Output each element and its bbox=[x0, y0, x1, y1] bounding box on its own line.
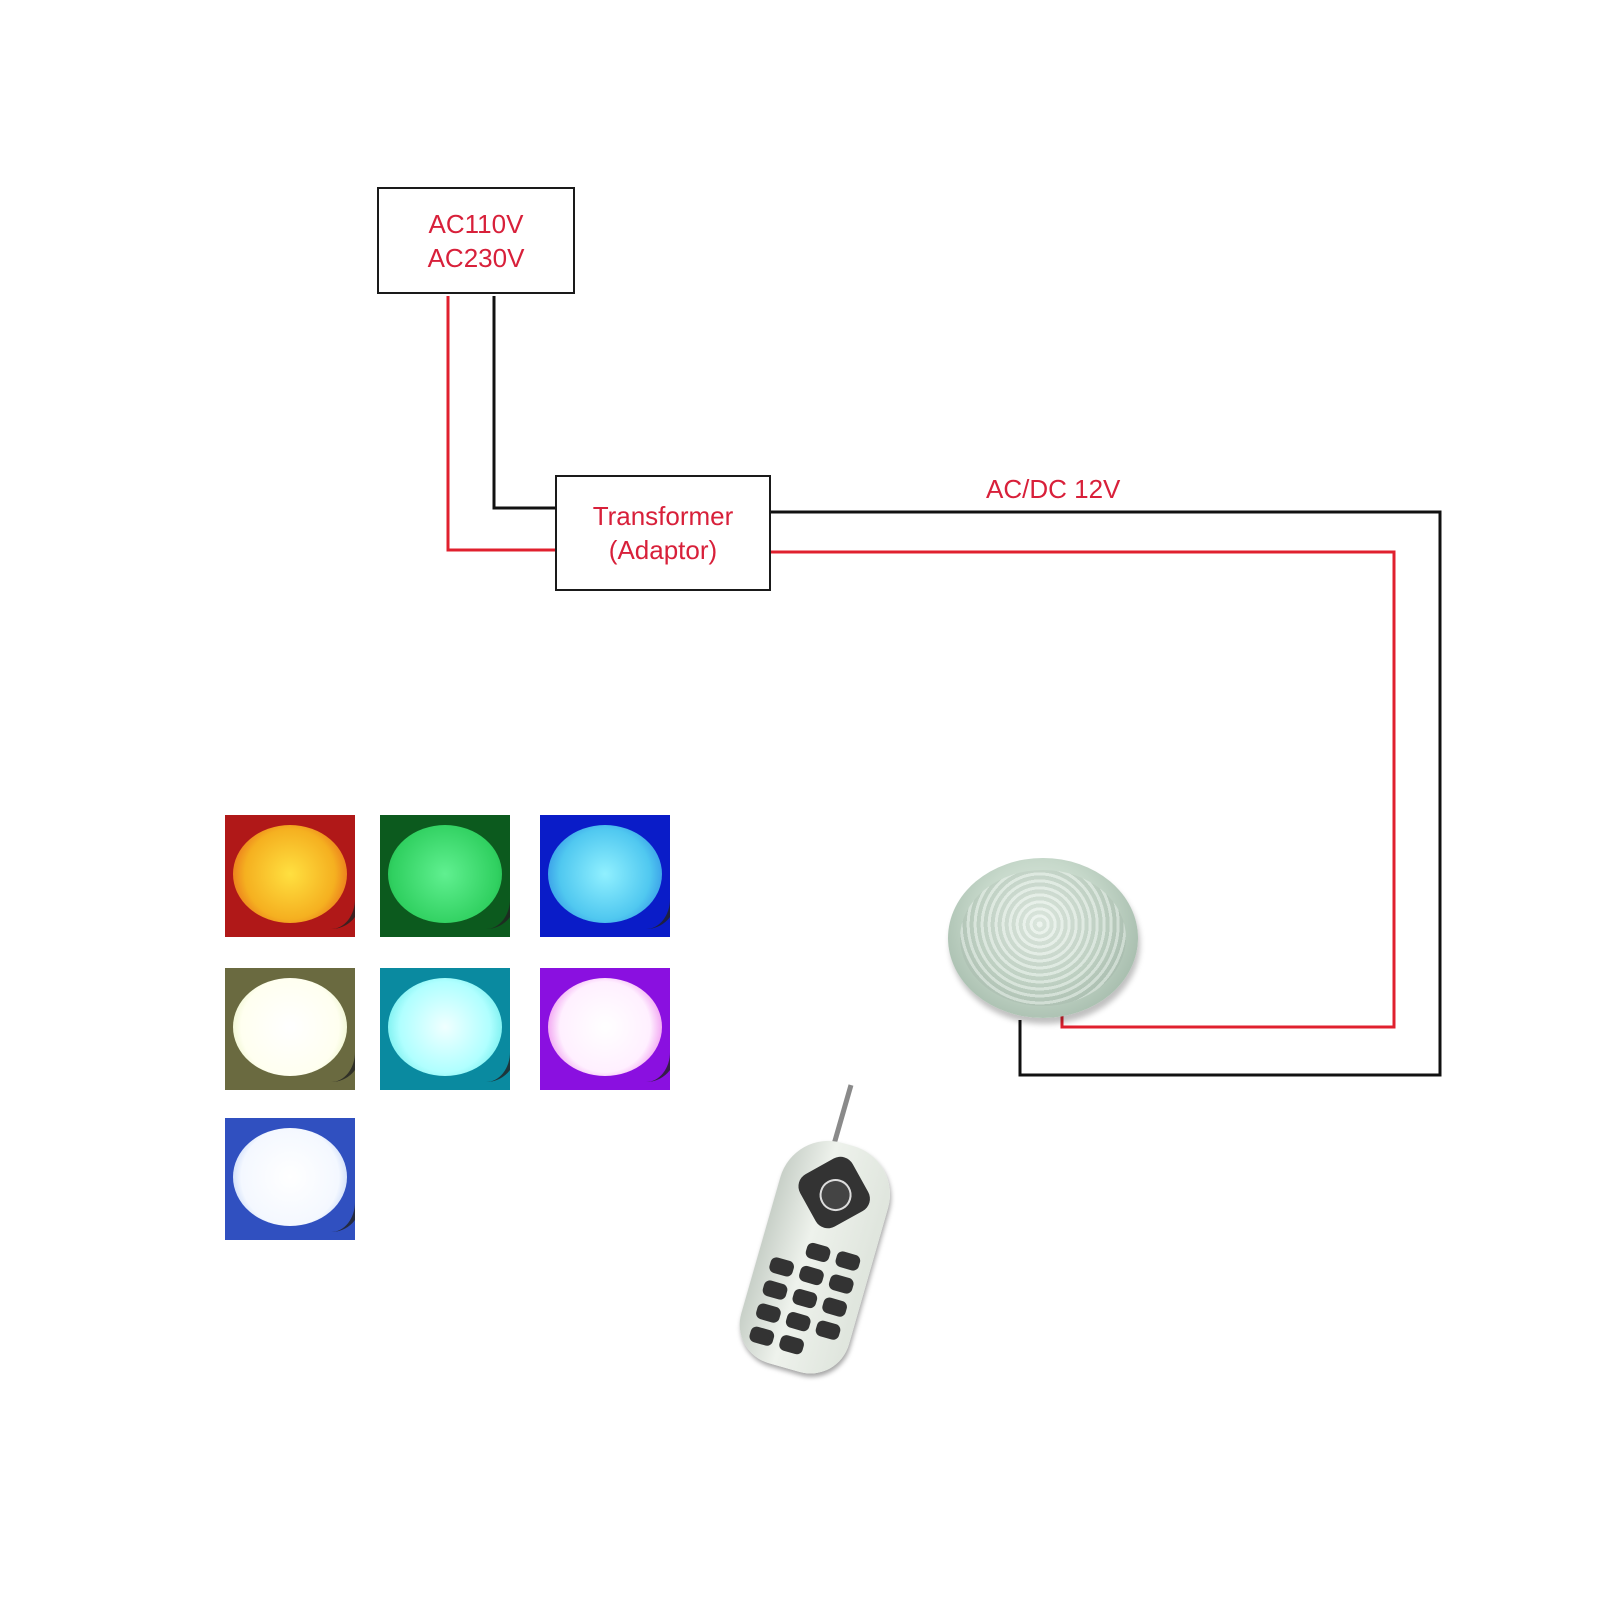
output-voltage-label: AC/DC 12V bbox=[986, 474, 1121, 504]
wire-live-output bbox=[770, 550, 1396, 1029]
power-source-label-2: AC230V bbox=[427, 242, 525, 273]
wire-live-input bbox=[446, 296, 556, 552]
swatch-warm-white bbox=[225, 968, 355, 1090]
swatch-magenta bbox=[540, 968, 670, 1090]
swatch-green bbox=[380, 815, 510, 937]
transformer-box: Transformer (Adaptor) bbox=[555, 475, 771, 591]
swatch-cyan bbox=[380, 968, 510, 1090]
transformer-label-1: Transformer bbox=[592, 501, 734, 531]
power-source-box: AC110V AC230V bbox=[377, 187, 575, 294]
power-source-label-1: AC110V bbox=[428, 208, 524, 239]
swatch-cool-white bbox=[225, 1118, 355, 1240]
swatch-blue bbox=[540, 815, 670, 937]
transformer-label-2: (Adaptor) bbox=[608, 535, 718, 565]
led-pool-lamp bbox=[948, 858, 1138, 1018]
wire-neutral-output bbox=[770, 510, 1442, 1077]
swatch-red bbox=[225, 815, 355, 937]
lamp-led-rings bbox=[960, 870, 1126, 1006]
wire-neutral-input bbox=[492, 296, 556, 510]
